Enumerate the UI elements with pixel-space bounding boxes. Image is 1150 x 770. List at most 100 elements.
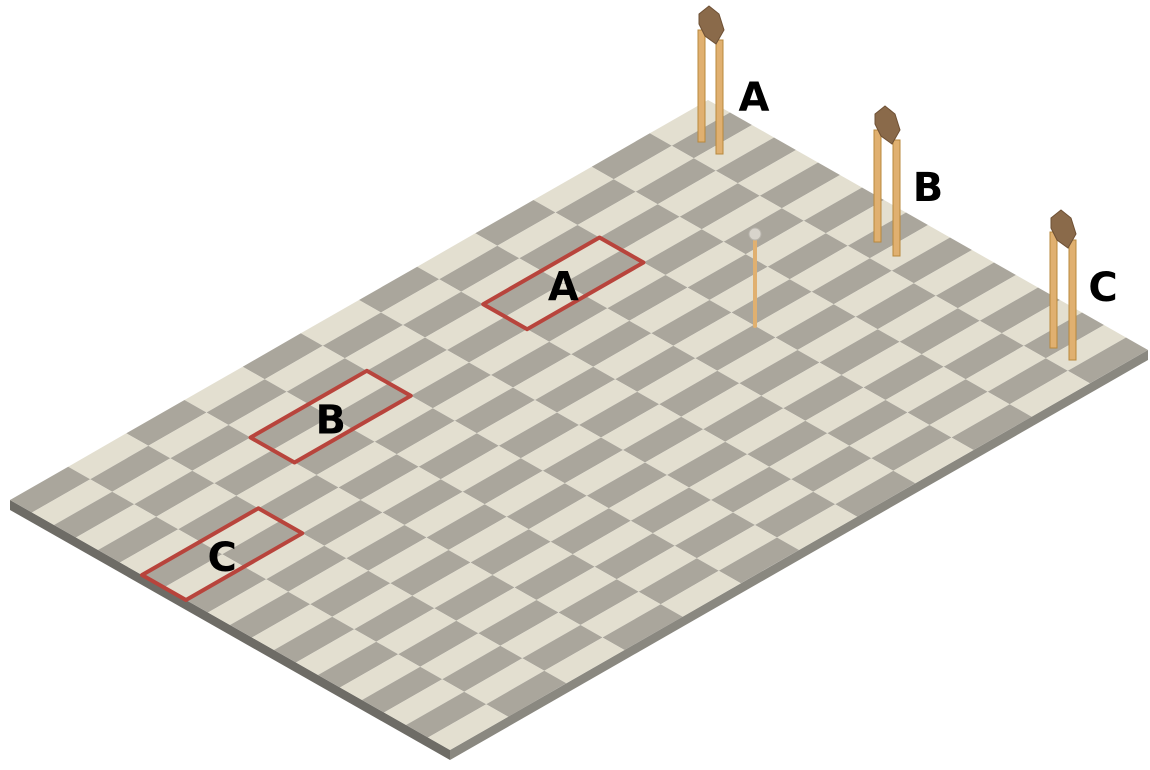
floor-tile	[272, 416, 353, 463]
floor-tile	[396, 420, 477, 467]
floor-tile	[759, 162, 840, 209]
floor-tile	[505, 283, 586, 330]
goal-post-b: B	[873, 105, 943, 257]
floor-tile	[520, 425, 601, 471]
floor-tile	[943, 333, 1024, 380]
floor-tile	[899, 308, 980, 355]
floor-tile	[420, 633, 501, 680]
floor-tile	[819, 329, 900, 375]
floor-tile	[811, 258, 892, 305]
floor-tile	[616, 545, 697, 592]
floor-tile	[711, 466, 792, 513]
floor-tile	[577, 191, 658, 238]
floor-tile	[68, 433, 149, 480]
floor-tile	[665, 241, 746, 288]
floor-tile	[318, 641, 399, 688]
floor-tile	[1023, 312, 1104, 359]
floor-tile	[833, 270, 914, 317]
floor-tile	[228, 391, 309, 438]
floor-tile	[354, 595, 435, 642]
floor-tile	[184, 366, 265, 413]
floor-tile	[527, 295, 608, 342]
floor-tile	[442, 645, 523, 692]
floor-tile	[497, 212, 578, 259]
floor-tile	[929, 391, 1010, 438]
floor-tile	[470, 529, 551, 575]
floor-tile	[564, 450, 645, 496]
floor-tile	[498, 412, 579, 459]
floor-tile	[492, 541, 573, 588]
goal-post-a-top	[698, 5, 725, 45]
board-right-edge	[450, 350, 1148, 760]
goal-post-c-right-pole	[1068, 239, 1077, 361]
floor-tile	[701, 195, 782, 242]
floor-tile	[398, 620, 479, 667]
floor-tile	[142, 541, 223, 588]
floor-tile	[673, 312, 754, 359]
floor-tile	[789, 245, 870, 292]
floor-tile	[541, 237, 622, 284]
board-front-edge	[10, 500, 450, 760]
floor-marker-label: B	[315, 398, 346, 444]
floor-tile	[439, 245, 520, 292]
floor-tile	[344, 325, 425, 371]
floor-marker-label: C	[208, 535, 237, 581]
floor-tile	[657, 170, 738, 217]
floor-tile	[643, 229, 724, 275]
floor-tile	[586, 462, 667, 509]
floor-marker-outline	[140, 506, 305, 602]
floor-tile	[755, 491, 836, 538]
goal-post-c: C	[1049, 209, 1118, 361]
floor-tile	[462, 458, 543, 505]
floor-tile	[907, 379, 988, 425]
floor-tile	[635, 158, 716, 205]
floor-tile	[222, 520, 303, 567]
floor-tile	[32, 479, 113, 525]
floor-tile	[827, 400, 908, 446]
center-pole-ball	[748, 227, 762, 241]
floor-tile	[1045, 325, 1126, 371]
floor-tile	[428, 704, 509, 750]
floor-tile	[164, 554, 245, 600]
floor-tile	[652, 500, 733, 546]
floor-tile	[134, 470, 215, 517]
floor-tile	[322, 312, 403, 359]
floor-tile	[384, 679, 465, 725]
floor-tile	[200, 508, 281, 555]
floor-tile	[112, 458, 193, 505]
floor-tile	[519, 225, 600, 271]
floor-tile	[432, 375, 513, 421]
floor-tile	[258, 475, 339, 521]
floor-tile	[506, 483, 587, 530]
floor-tile	[1009, 370, 1090, 417]
floor-tile	[637, 358, 718, 405]
goal-post-c-top	[1050, 209, 1077, 249]
floor-tile	[725, 408, 806, 455]
floor-tile	[715, 137, 796, 184]
goal-post-b-left-pole	[873, 129, 882, 243]
floor-tile	[338, 454, 419, 500]
floor-tile	[781, 175, 862, 221]
floor-tile	[733, 479, 814, 525]
floor-tile	[557, 379, 638, 425]
floor-tile	[528, 495, 609, 542]
floor-tile	[98, 516, 179, 563]
floor-tile	[563, 250, 644, 296]
floor-tile	[374, 408, 455, 455]
floor-tile	[671, 112, 752, 159]
floor-tile	[753, 291, 834, 338]
floor-tile	[803, 187, 884, 234]
floor-tile	[863, 354, 944, 400]
floor-tile	[412, 562, 493, 609]
floor-marker-outline	[248, 368, 413, 465]
floor-tile	[613, 145, 694, 192]
floor-tile	[731, 279, 812, 325]
floor-tile	[366, 337, 447, 384]
floor-tile	[767, 233, 848, 280]
floor-tile	[156, 483, 237, 530]
floor-tile	[500, 612, 581, 659]
floor-tile	[376, 608, 457, 655]
floor-tile	[1001, 300, 1082, 346]
floor-tile	[478, 600, 559, 646]
floor-tile	[456, 587, 537, 634]
